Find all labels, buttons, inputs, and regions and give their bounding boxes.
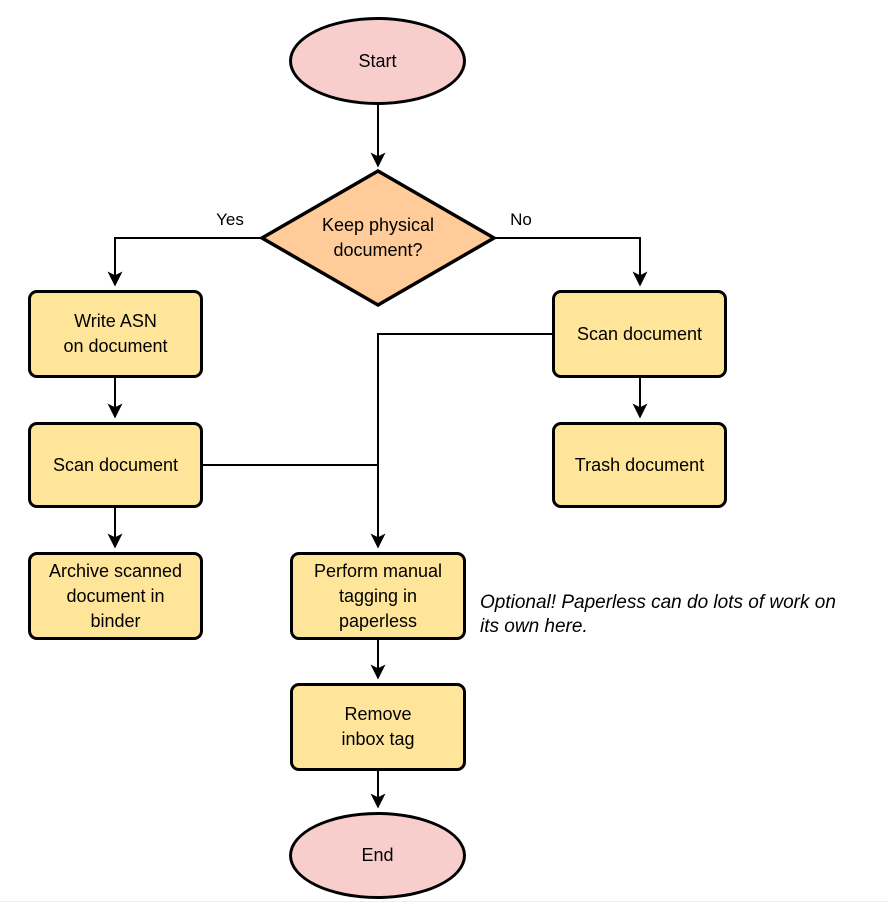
bottom-hairline xyxy=(0,901,888,902)
node-scan-document-right: Scan document xyxy=(552,290,727,378)
edge-decision-no xyxy=(494,237,648,287)
decision-label: Keep physical document? xyxy=(321,215,435,260)
start-node: Start xyxy=(289,17,466,105)
decision-node: Keep physical document? xyxy=(290,194,466,282)
node-trash-document-label: Trash document xyxy=(574,454,705,475)
end-node: End xyxy=(289,812,466,899)
node-trash-document: Trash document xyxy=(552,422,727,508)
edge-decision-yes xyxy=(107,237,262,287)
note-text: Optional! Paperless can do lots of work … xyxy=(480,592,836,637)
node-archive-binder-label: Archive scanned document in binder xyxy=(48,560,183,631)
node-remove-inbox-tag: Remove inbox tag xyxy=(290,683,466,771)
edge-no-label: No xyxy=(510,210,532,229)
node-remove-inbox-tag-label: Remove inbox tag xyxy=(341,704,415,749)
edge-yes-label: Yes xyxy=(216,210,244,229)
start-label: Start xyxy=(358,50,397,71)
node-manual-tagging-label: Perform manual tagging in paperless xyxy=(313,560,443,631)
node-scan-document-left-label: Scan document xyxy=(52,454,179,475)
node-write-asn-label: Write ASN on document xyxy=(63,311,168,356)
decision-diamond-shape xyxy=(258,168,498,308)
edge-scanright-to-tagging xyxy=(370,333,552,549)
node-archive-binder: Archive scanned document in binder xyxy=(28,552,203,640)
node-write-asn: Write ASN on document xyxy=(28,290,203,378)
node-scan-document-left: Scan document xyxy=(28,422,203,508)
node-scan-document-right-label: Scan document xyxy=(576,323,703,344)
node-manual-tagging: Perform manual tagging in paperless xyxy=(290,552,466,640)
end-label: End xyxy=(361,845,394,865)
